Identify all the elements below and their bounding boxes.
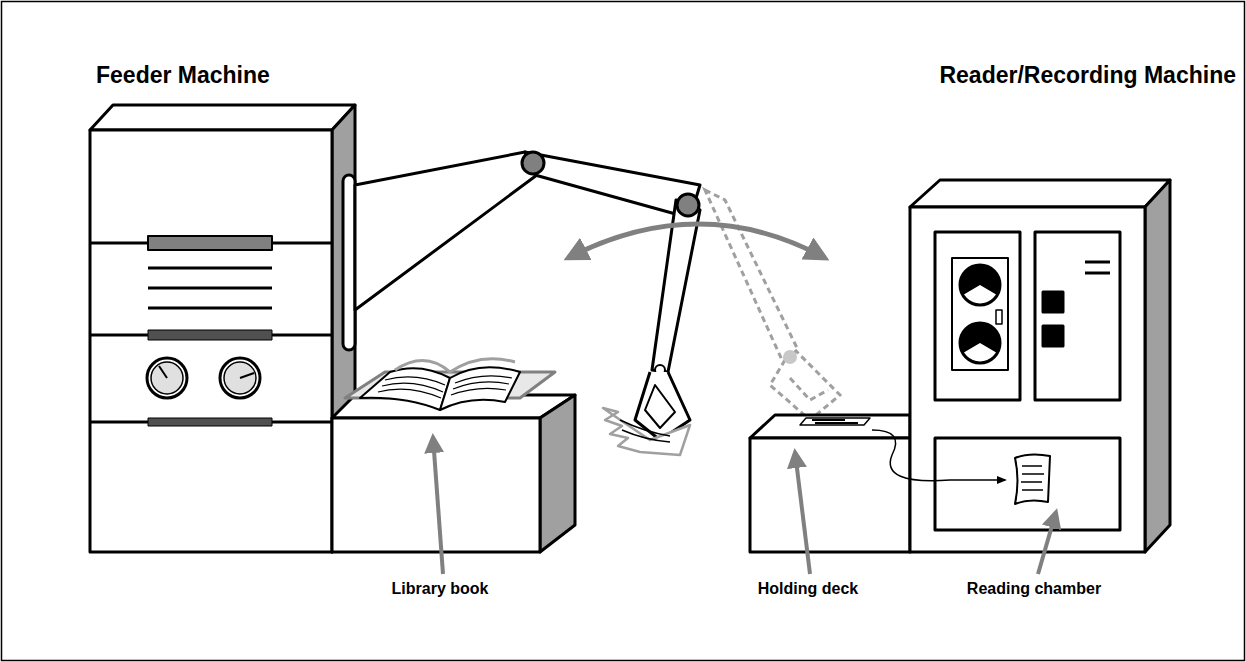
feeder-machine-part (148, 236, 272, 250)
callout-leaders-part (795, 452, 810, 574)
feeder-machine-part (148, 307, 272, 310)
library-book-part (360, 368, 450, 410)
arm-alternate-position-part (770, 350, 840, 420)
feeder-machine-part (240, 373, 254, 378)
feeder-machine-part (343, 175, 355, 350)
reader-recording-machine-part (952, 258, 1008, 370)
book-stand-part (540, 395, 575, 552)
reader-recording-machine-part (935, 232, 1020, 400)
reader-recording-machine-part (1021, 466, 1044, 490)
library-book-part (440, 367, 520, 410)
holding-deck-part (812, 420, 858, 423)
library-book-part (378, 377, 445, 398)
reader-recording-machine-part (1145, 180, 1170, 552)
holding-deck (750, 415, 910, 552)
feeder-machine-part (148, 418, 272, 426)
reader-recording-machine-part (1085, 272, 1110, 275)
machine-heading: Feeder Machine (96, 62, 274, 89)
library-book-part (395, 359, 515, 372)
reader-recording-machine-part (960, 323, 1000, 363)
robot-arm-part (620, 420, 670, 442)
arm-alternate-position-part (790, 378, 828, 400)
reader-recording-machine-part (996, 310, 1002, 324)
feeder-machine-part (148, 330, 272, 340)
callout-leaders-part (1038, 512, 1056, 574)
feeder-machine-part (90, 130, 332, 552)
arm-alternate-position-part (705, 190, 798, 360)
library-book-part (451, 376, 512, 395)
reader-recording-machine-part (1035, 232, 1120, 400)
feeder-machine-part (148, 267, 272, 270)
arm-alternate-position-part (783, 350, 797, 364)
transfer-path (872, 430, 1005, 481)
feeder-machine-part (224, 362, 256, 394)
robot-arm-part (603, 408, 690, 455)
feeder-machine-part (159, 366, 167, 378)
feeder-machine-part (90, 105, 355, 130)
holding-deck-part (750, 438, 910, 552)
feeder-machine-part (147, 358, 187, 398)
machine-heading: Reader/Recording Machine (935, 62, 1236, 89)
book-stand (332, 395, 575, 552)
reader-recording-machine (910, 180, 1170, 552)
callout-leaders-part (433, 437, 443, 574)
reader-recording-machine-part (960, 265, 1000, 305)
robot-arm-part (522, 152, 544, 174)
reader-machine-heading-box: Reader/Recording Machine (935, 62, 1236, 89)
robot-arm-part (355, 152, 541, 310)
callout-label: Holding deck (758, 580, 858, 598)
robot-arm-part (677, 194, 699, 216)
robot-arm-part (645, 385, 675, 428)
holding-deck-part (800, 418, 870, 425)
reader-recording-machine-part (1043, 326, 1063, 346)
swing-arrow (568, 224, 825, 258)
library-book (345, 359, 555, 410)
feeder-machine (90, 105, 355, 552)
robot-arm (355, 152, 700, 455)
feeder-machine-part (220, 358, 260, 398)
reader-recording-machine-part (935, 438, 1120, 530)
reader-recording-machine-part (960, 265, 999, 295)
holding-deck-part (750, 415, 910, 438)
callout-leaders (433, 437, 1056, 574)
feeder-machine-heading-box: Feeder Machine (96, 62, 274, 89)
callout-label: Reading chamber (967, 580, 1101, 598)
reader-recording-machine-part (1043, 292, 1063, 312)
reader-recording-machine-part (1015, 454, 1050, 504)
reader-recording-machine-part (910, 207, 1145, 552)
reader-recording-machine-part (960, 323, 999, 353)
reader-recording-machine-part (1085, 261, 1110, 264)
feeder-machine-part (151, 362, 183, 394)
feeder-machine-part (148, 287, 272, 290)
reader-recording-machine-part (910, 180, 1170, 207)
callout-label: Library book (392, 580, 489, 598)
